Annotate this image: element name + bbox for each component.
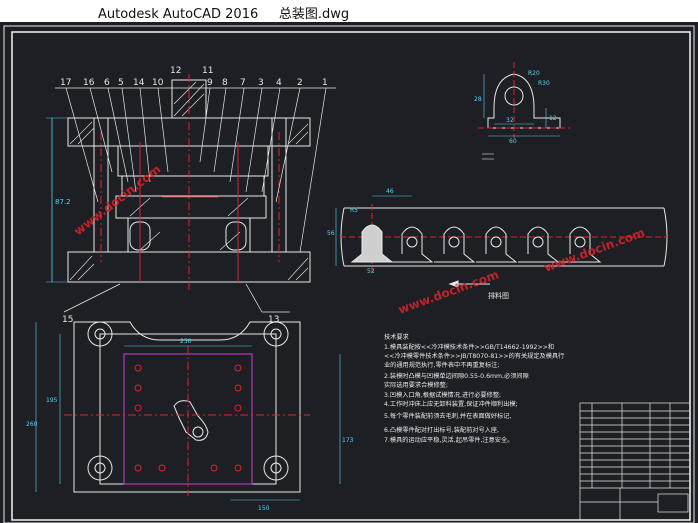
tech-line-10: 7.模具的运动应平稳,灵活,起吊零件,注意安全。 bbox=[384, 436, 513, 444]
callout-4: 4 bbox=[276, 78, 282, 88]
callout-13: 13 bbox=[268, 315, 279, 325]
callout-11: 11 bbox=[202, 66, 213, 76]
height-dimension: 87.2 bbox=[46, 117, 71, 283]
callout-9: 9 bbox=[207, 78, 213, 88]
dim-part-w3: 12 bbox=[549, 115, 557, 122]
dim-plate-h1: 195 bbox=[46, 397, 58, 404]
callout-3: 3 bbox=[258, 78, 264, 88]
dim-plate-bottom: 150 bbox=[258, 505, 270, 512]
callout-7: 7 bbox=[240, 78, 246, 88]
plan-dimension-lines bbox=[35, 322, 341, 501]
part-dimensions: R20 R30 28 32 60 12 bbox=[474, 70, 557, 145]
outer-frame bbox=[3, 25, 695, 523]
part-detail bbox=[478, 62, 570, 138]
callout-16: 16 bbox=[83, 78, 95, 88]
callout-17: 17 bbox=[60, 78, 71, 88]
dim-part-w2: 60 bbox=[509, 138, 517, 145]
tech-line-5: 实际选用要求合模修整; bbox=[384, 381, 448, 389]
callout-14: 14 bbox=[133, 78, 145, 88]
plan-dimensions: 250 195 260 173 150 bbox=[26, 338, 354, 512]
drawing-canvas[interactable]: 17 16 6 5 14 10 12 11 9 8 7 3 4 2 1 15 1… bbox=[0, 22, 698, 523]
strip-layout bbox=[335, 195, 668, 272]
dim-part-h: 28 bbox=[474, 96, 482, 103]
tech-line-1: 1.模具装配按<<冷冲模技术条件>>GB/T14662-1992>>和 bbox=[384, 343, 554, 351]
callout-12: 12 bbox=[170, 66, 181, 76]
drawing-svg[interactable]: 17 16 6 5 14 10 12 11 9 8 7 3 4 2 1 15 1… bbox=[0, 22, 698, 523]
tech-line-6: 3.凹模入口角,根据试模情况,进行必要修整; bbox=[384, 391, 501, 399]
section-centerlines bbox=[100, 74, 280, 290]
watermark: www.docin.com www.docin.com www.docin.co… bbox=[71, 162, 646, 317]
dim-strip-r: R5 bbox=[350, 207, 358, 214]
tech-heading: 技术要求 bbox=[384, 333, 409, 341]
plan-view bbox=[73, 321, 301, 493]
dim-plate-h3: 173 bbox=[342, 437, 354, 444]
tech-requirements: 技术要求 1.模具装配按<<冷冲模技术条件>>GB/T14662-1992>>和… bbox=[384, 333, 564, 444]
strip-feed-label: 排料图 bbox=[488, 291, 509, 300]
dim-plate-h2: 260 bbox=[26, 421, 38, 428]
dim-part-w1: 32 bbox=[506, 117, 514, 124]
callout-2: 2 bbox=[297, 78, 303, 88]
callout-leaders bbox=[55, 87, 336, 313]
inner-frame bbox=[11, 31, 691, 521]
callout-5: 5 bbox=[118, 78, 124, 88]
dim-strip-pitch: 46 bbox=[386, 188, 394, 195]
tech-line-8: 5.每个零件装配前须去毛刺,并在表面做好标记, bbox=[384, 412, 511, 420]
callout-15: 15 bbox=[62, 315, 73, 325]
plan-holes bbox=[64, 346, 310, 496]
tech-line-4: 2.装模时凸模与凹模单边间隙0.55-0.6mm,必须间隙 bbox=[384, 372, 529, 380]
callout-10: 10 bbox=[152, 78, 164, 88]
strip-feed-arrow bbox=[448, 280, 490, 288]
dim-part-r2: R30 bbox=[538, 80, 550, 87]
tech-line-9: 6.凸模零件配对打出标号,装配前对号入座, bbox=[384, 426, 499, 434]
dim-plate-w: 250 bbox=[180, 338, 192, 345]
callout-6: 6 bbox=[104, 78, 110, 88]
tech-line-2: <<冷冲模零件技术条件>>JB/T8070-81>>的有关规定及模具行 bbox=[384, 352, 564, 360]
watermark-2: www.docin.com bbox=[396, 267, 500, 316]
callouts: 17 16 6 5 14 10 12 11 9 8 7 3 4 2 1 15 1… bbox=[60, 66, 328, 325]
dim-part-r1: R20 bbox=[528, 70, 540, 77]
strip-dimensions: 46 56 R5 52 bbox=[327, 188, 394, 275]
title-bar: Autodesk AutoCAD 2016 总装图.dwg bbox=[0, 0, 698, 22]
callout-1: 1 bbox=[322, 78, 328, 88]
part-note-mark bbox=[482, 153, 494, 160]
dim-strip-h: 52 bbox=[367, 268, 375, 275]
dim-height-left: 87.2 bbox=[55, 198, 71, 206]
callout-8: 8 bbox=[222, 78, 228, 88]
watermark-3: www.docin.com bbox=[542, 225, 646, 274]
title-block bbox=[579, 402, 691, 521]
dim-strip-w: 56 bbox=[327, 230, 335, 237]
tech-line-7: 4.工作时冲床上应无卸料装置,保证冲件顺利出模; bbox=[384, 400, 518, 408]
tech-line-3: 业的通用规范执行,零件表中不再重复标注; bbox=[384, 361, 499, 369]
window-title: Autodesk AutoCAD 2016 总装图.dwg bbox=[98, 7, 350, 22]
